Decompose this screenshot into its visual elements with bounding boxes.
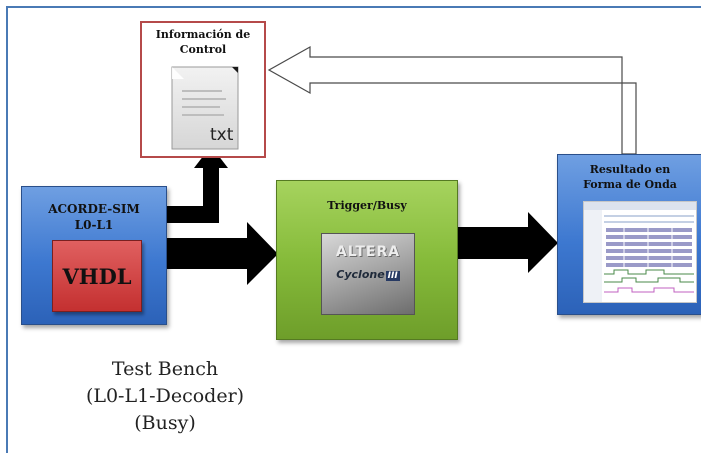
feedback-arrow: [267, 45, 637, 155]
caption-line1: Test Bench: [111, 358, 219, 380]
acorde-title-line2: L0-L1: [74, 218, 114, 232]
caption-line3: (Busy): [134, 412, 196, 434]
text-document-icon: txt: [170, 65, 240, 151]
waveform-result-box: Resultado en Forma de Onda: [557, 154, 701, 315]
test-bench-caption: Test Bench (L0-L1-Decoder) (Busy): [40, 356, 290, 437]
cyclone-iii-badge: III: [385, 271, 400, 281]
acorde-title-line1: ACORDE-SIM: [48, 202, 140, 216]
doc-extension-label: txt: [210, 125, 234, 145]
info-title-line1: Información de: [155, 28, 251, 41]
trigger-to-result-arrow: [456, 212, 558, 273]
caption-line2: (L0-L1-Decoder): [85, 385, 245, 407]
acorde-sim-title: ACORDE-SIM L0-L1: [22, 201, 166, 233]
waveform-screenshot: [583, 201, 697, 303]
acorde-sim-box: ACORDE-SIM L0-L1 VHDL: [21, 186, 167, 325]
result-title-line1: Resultado en: [589, 163, 671, 176]
info-control-box: Información de Control txt: [140, 21, 266, 158]
acorde-to-trigger-arrow: [165, 222, 278, 285]
cyclone-logo-text: Cyclone: [336, 268, 385, 281]
acorde-to-info-arrow: [165, 146, 228, 223]
vhdl-block: VHDL: [52, 240, 142, 312]
diagram-frame: [6, 6, 701, 453]
info-control-title: Información de Control: [142, 27, 264, 57]
trigger-busy-title: Trigger/Busy: [327, 199, 407, 212]
altera-logo: ALTERA: [335, 244, 401, 260]
info-title-line2: Control: [179, 43, 227, 56]
result-title-line2: Forma de Onda: [583, 178, 677, 191]
waveform-result-title: Resultado en Forma de Onda: [558, 162, 701, 192]
